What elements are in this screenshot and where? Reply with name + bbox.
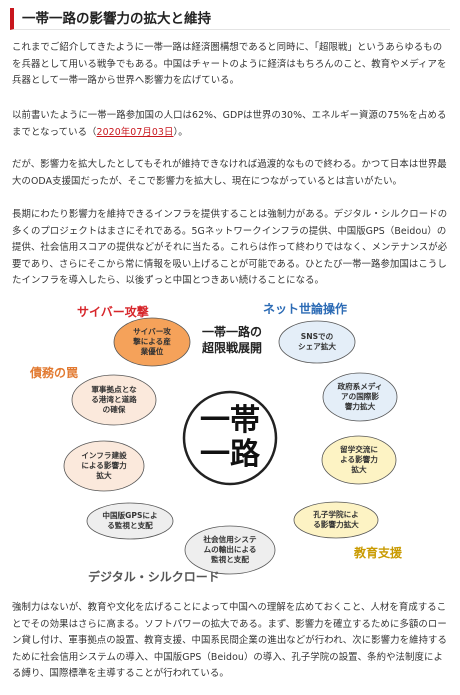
item-cyber-theft: サイバー攻 撃による産 業優位 bbox=[133, 327, 171, 356]
strategy-diagram: サイバー攻撃 ネット世論操作 債務の罠 教育支援 デジタル・シルクロード 一帯一… bbox=[22, 300, 442, 592]
section-heading: 一帯一路の影響力の拡大と維持 bbox=[10, 8, 450, 30]
diagram-shapes bbox=[63, 317, 398, 575]
ellipse-infra bbox=[63, 440, 145, 492]
item-military: 軍事拠点とな る港湾と道路 の確保 bbox=[91, 385, 137, 414]
ellipse-exchange bbox=[321, 435, 397, 485]
category-education: 教育支援 bbox=[354, 546, 403, 560]
center-title: 一帯一路の 超限戦展開 bbox=[201, 325, 262, 355]
date-link[interactable]: 2020年07月03日 bbox=[96, 126, 174, 138]
paragraph-2: 以前書いたように一帯一路参加国の人口は62%、GDPは世界の30%、エネルギー資… bbox=[12, 108, 450, 141]
ellipse-military bbox=[71, 374, 157, 426]
category-cyber: サイバー攻撃 bbox=[77, 305, 149, 319]
paragraph-1: これまでご紹介してきたように一帯一路は経済圏構想であると同時に、「超限戦」という… bbox=[12, 42, 447, 86]
item-exchange: 留学交流に よる影響力 拡大 bbox=[340, 445, 378, 474]
center-label: 一帯 一路 bbox=[200, 403, 260, 472]
paragraph-2-text: 以前書いたように一帯一路参加国の人口は62%、GDPは世界の30%、エネルギー資… bbox=[12, 110, 447, 138]
item-sns: SNSでの シェア拡大 bbox=[298, 332, 336, 351]
item-social-credit: 社会信用システ ムの輸出による 監視と支配 bbox=[203, 535, 257, 564]
ellipse-confucius bbox=[293, 501, 379, 539]
paragraph-4: 長期にわたり影響力を維持できるインフラを提供することは強制力がある。デジタル・シ… bbox=[12, 209, 448, 286]
paragraph-5: 強制力はないが、教育や文化を広げることによって中国への理解を広めておくこと、人材… bbox=[12, 602, 448, 679]
ellipse-sns bbox=[278, 320, 356, 364]
item-media: 政府系メディ アの国際影 響力拡大 bbox=[337, 382, 383, 411]
center-circle bbox=[182, 390, 278, 486]
item-infra: インフラ建設 による影響力 拡大 bbox=[81, 451, 127, 480]
ellipse-gps bbox=[86, 502, 174, 540]
ellipse-media bbox=[322, 372, 398, 422]
category-digital: デジタル・シルクロード bbox=[88, 570, 220, 584]
paragraph-2-end: ）。 bbox=[173, 126, 188, 138]
paragraph-3: だが、影響力を拡大したとしてもそれが維持できなければ過渡的なもので終わる。かつて… bbox=[12, 159, 447, 187]
item-gps: 中国版GPSによ る監視と支配 bbox=[102, 511, 158, 530]
category-net: ネット世論操作 bbox=[263, 302, 348, 316]
ellipse-social-credit bbox=[184, 525, 276, 575]
category-debt: 債務の罠 bbox=[30, 366, 79, 380]
ellipse-cyber bbox=[113, 317, 191, 367]
item-confucius: 孔子学院によ る影響力拡大 bbox=[313, 510, 359, 529]
